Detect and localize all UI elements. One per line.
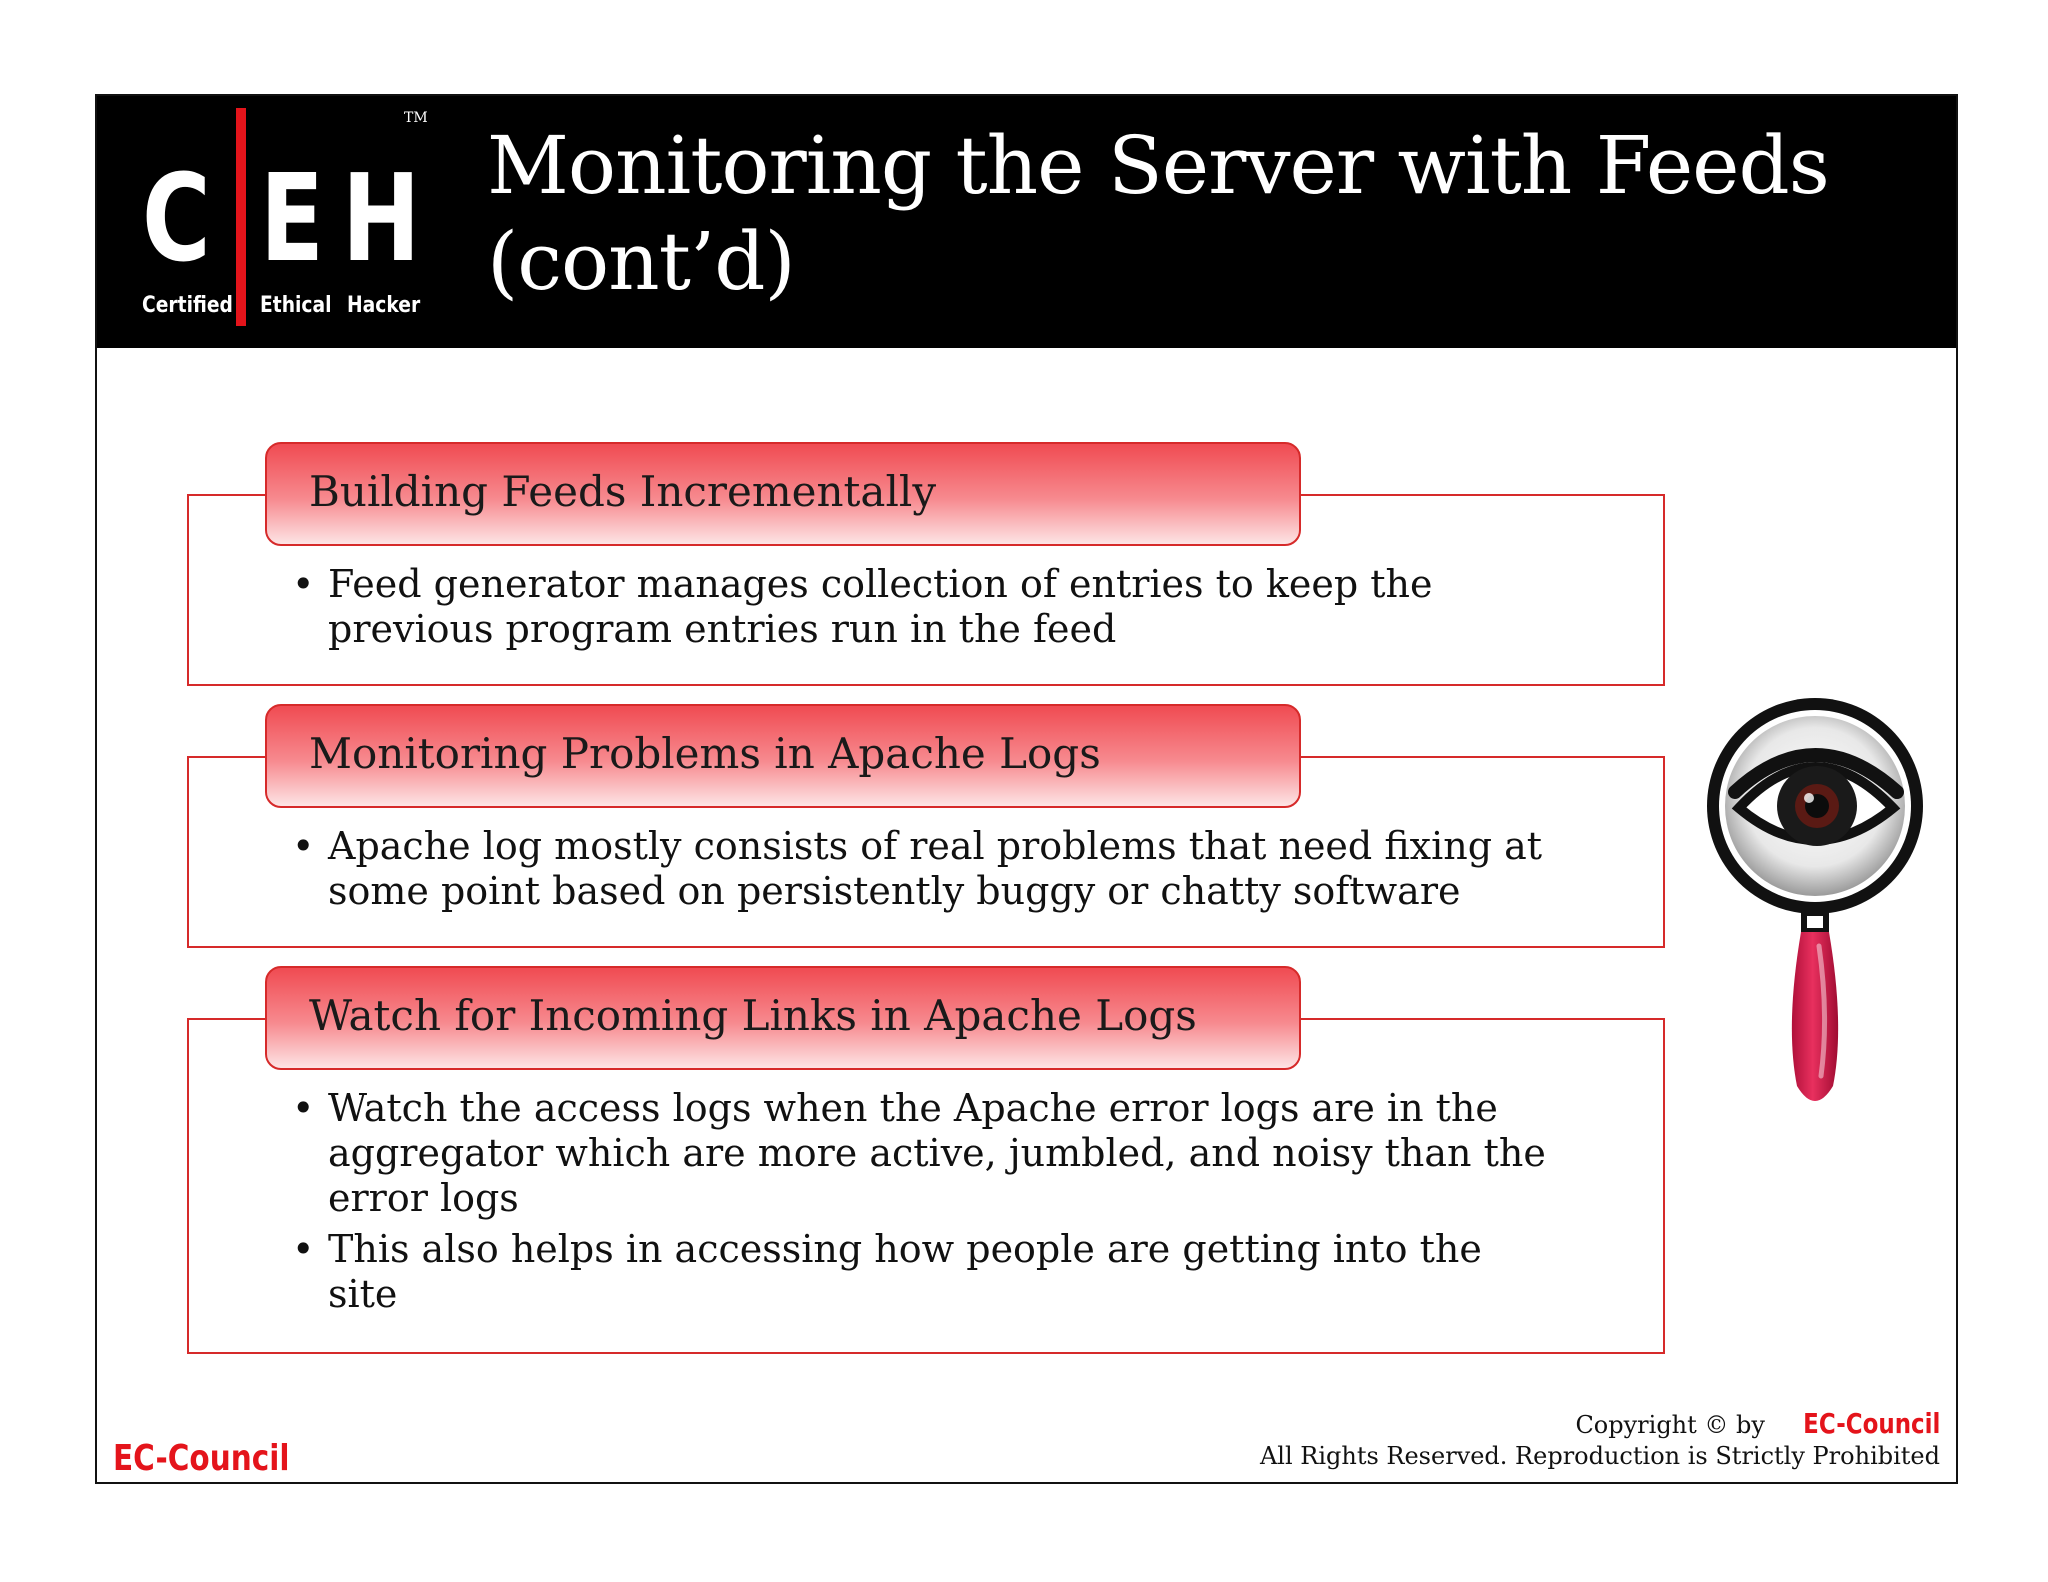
magnifier-eye-icon — [1707, 698, 1923, 1101]
bullet-marker: • — [292, 1227, 315, 1271]
bullet-list: • Apache log mostly consists of real pro… — [292, 824, 1562, 920]
page-title: Monitoring the Server with Feeds (cont’d… — [487, 118, 1927, 310]
bullet-text: Feed generator manages collection of ent… — [328, 562, 1433, 651]
rights-text: All Rights Reserved. Reproduction is Str… — [1259, 1442, 1940, 1470]
copyright-text: Copyright © by — [1575, 1411, 1765, 1439]
footer-copyright: Copyright © by EC-Council All Rights Res… — [1260, 1408, 1940, 1472]
list-item: • Feed generator manages collection of e… — [292, 562, 1442, 652]
slide: C E H Certified Ethical Hacker TM Monito… — [95, 94, 1958, 1484]
bullet-text: Watch the access logs when the Apache er… — [328, 1086, 1546, 1220]
header-bar: C E H Certified Ethical Hacker TM Monito… — [97, 96, 1956, 348]
logo-trademark: TM — [404, 110, 428, 126]
logo-red-bar — [236, 108, 246, 326]
bullet-text: Apache log mostly consists of real probl… — [328, 824, 1543, 913]
bullet-marker: • — [292, 824, 315, 868]
section-heading-tab: Watch for Incoming Links in Apache Logs — [265, 966, 1301, 1070]
copyright-brand: EC-Council — [1802, 1407, 1940, 1440]
bullet-list: • Feed generator manages collection of e… — [292, 562, 1442, 658]
page-title-line-2: (cont’d) — [487, 215, 796, 308]
logo-sub-ethical: Ethical — [260, 293, 332, 318]
bullet-marker: • — [292, 562, 315, 606]
section-heading-tab: Building Feeds Incrementally — [265, 442, 1301, 546]
list-item: • Apache log mostly consists of real pro… — [292, 824, 1562, 914]
logo-sub-certified: Certified — [142, 293, 233, 318]
logo-letter-e: E — [260, 150, 324, 289]
bullet-list: • Watch the access logs when the Apache … — [292, 1086, 1562, 1323]
list-item: • Watch the access logs when the Apache … — [292, 1086, 1562, 1221]
logo-sub-hacker: Hacker — [347, 293, 421, 318]
section-heading: Monitoring Problems in Apache Logs — [309, 729, 1101, 778]
bullet-marker: • — [292, 1086, 315, 1130]
list-item: • This also helps in accessing how peopl… — [292, 1227, 1498, 1317]
logo-letter-h: H — [342, 150, 421, 289]
footer-brand-logo: EC-Council — [113, 1438, 290, 1479]
section-heading: Watch for Incoming Links in Apache Logs — [309, 991, 1197, 1040]
section-incoming-links — [187, 1018, 1665, 1354]
bullet-text: This also helps in accessing how people … — [328, 1227, 1482, 1316]
section-heading: Building Feeds Incrementally — [309, 467, 937, 516]
page-title-line-1: Monitoring the Server with Feeds — [487, 119, 1830, 212]
ceh-logo: C E H Certified Ethical Hacker TM — [142, 108, 442, 336]
section-heading-tab: Monitoring Problems in Apache Logs — [265, 704, 1301, 808]
logo-letter-c: C — [142, 150, 211, 289]
